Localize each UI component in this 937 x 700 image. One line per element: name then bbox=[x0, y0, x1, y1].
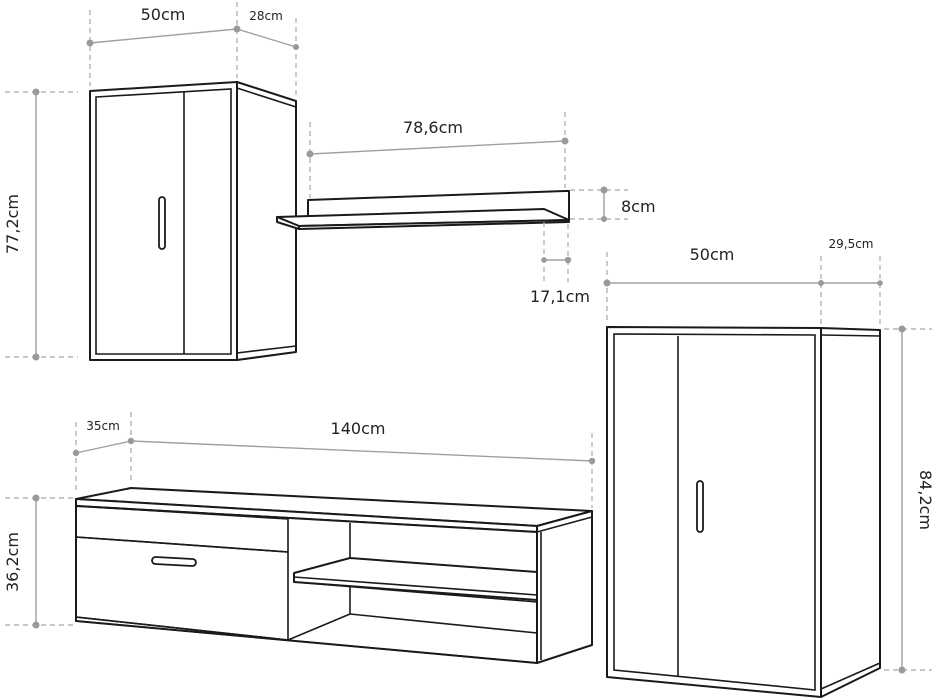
wall-cabinet-height-label: 77,2cm bbox=[3, 194, 22, 254]
wall-cabinet-width-label: 50cm bbox=[141, 5, 186, 24]
wall-shelf-depth-label: 17,1cm bbox=[530, 287, 590, 306]
wall-shelf-dimensions: 78,6cm 8cm 17,1cm bbox=[306, 112, 656, 306]
tv-unit-depth-label: 35cm bbox=[86, 419, 120, 433]
tall-cabinet-width-label: 50cm bbox=[690, 245, 735, 264]
tall-cabinet-depth-label: 29,5cm bbox=[828, 237, 873, 251]
tall-cabinet-side bbox=[820, 327, 881, 698]
tv-unit-side bbox=[536, 510, 593, 664]
wall-cabinet-dimensions: 50cm 28cm 77,2cm bbox=[3, 2, 299, 361]
wall-shelf-width-label: 78,6cm bbox=[403, 118, 463, 137]
tv-unit-inner-shelf bbox=[293, 557, 538, 601]
wall-cabinet-depth-label: 28cm bbox=[249, 9, 283, 23]
tv-unit-height-label: 36,2cm bbox=[3, 532, 22, 592]
wall-cabinet bbox=[89, 81, 297, 361]
tall-cabinet-dimensions: 50cm 29,5cm 84,2cm bbox=[603, 237, 935, 674]
wall-shelf bbox=[276, 190, 570, 230]
tall-cabinet-height-label: 84,2cm bbox=[916, 470, 935, 530]
tv-unit-handle bbox=[151, 556, 197, 567]
wall-shelf-height-label: 8cm bbox=[621, 197, 656, 216]
wall-cabinet-handle bbox=[158, 196, 166, 250]
tall-cabinet-handle bbox=[696, 480, 704, 533]
tall-cabinet bbox=[606, 326, 881, 698]
tall-cabinet-front bbox=[606, 326, 822, 698]
tv-unit-width-label: 140cm bbox=[331, 419, 386, 438]
tv-unit-dimensions: 35cm 140cm 36,2cm bbox=[3, 412, 596, 629]
tv-unit bbox=[75, 487, 593, 664]
